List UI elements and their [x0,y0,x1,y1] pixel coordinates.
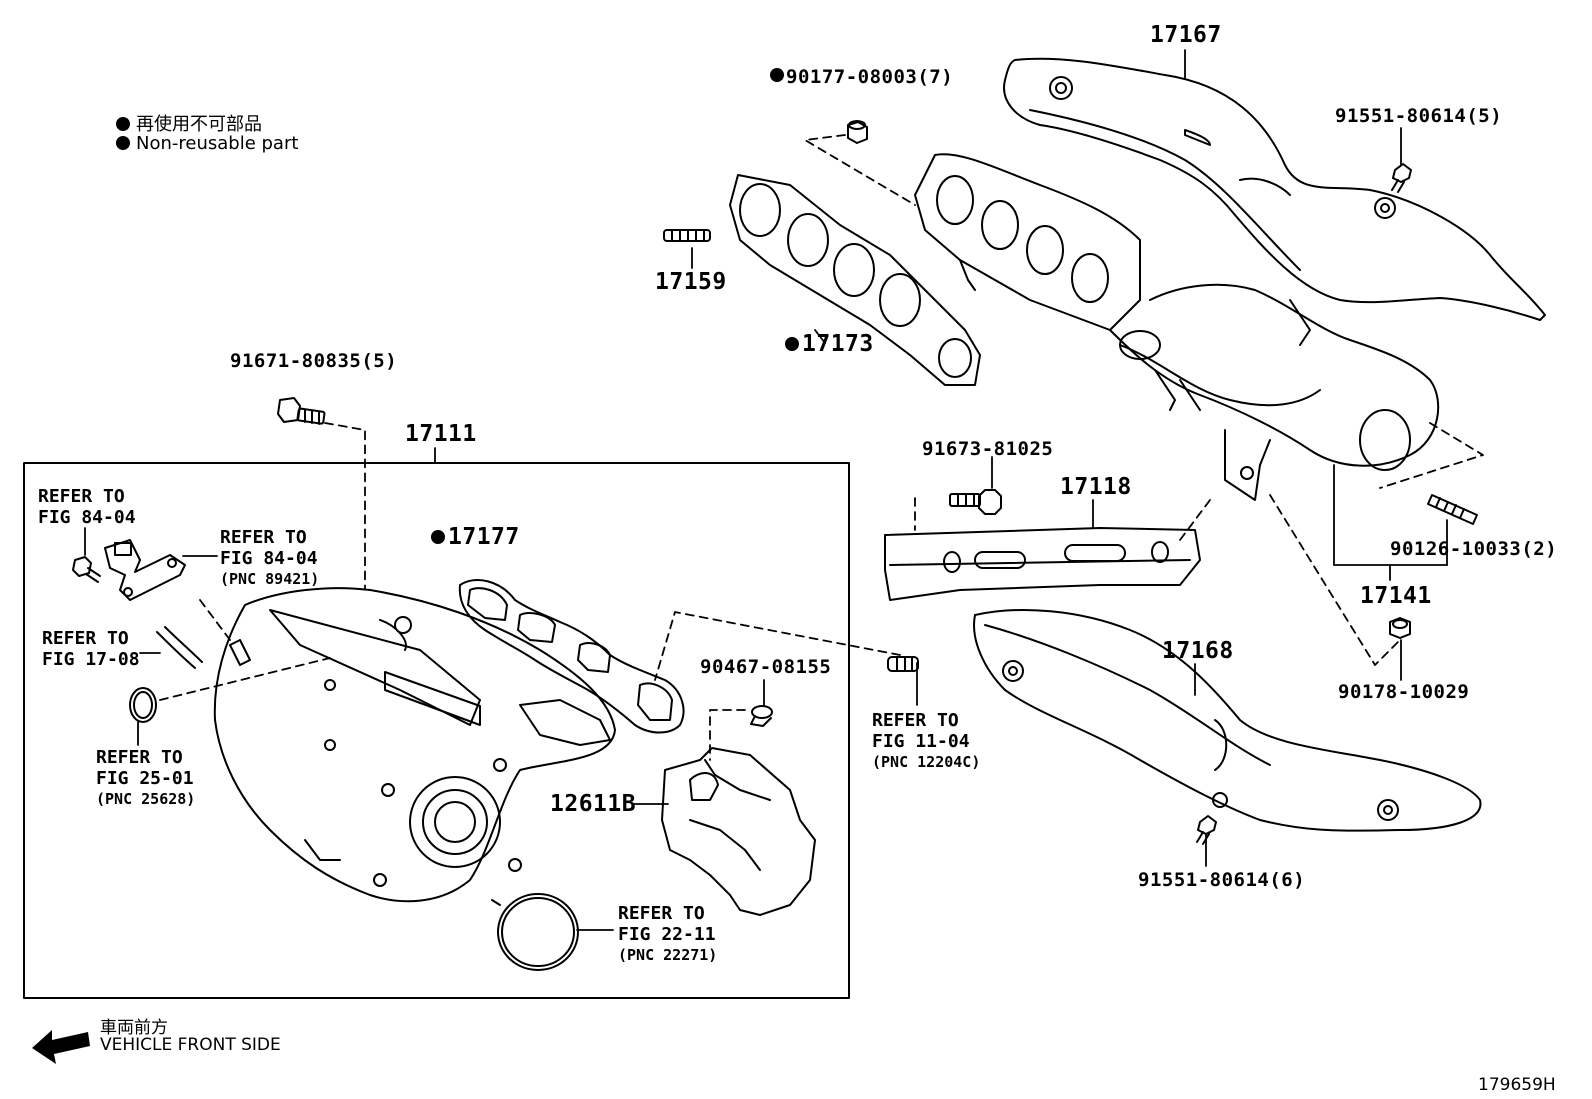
nut-90177 [847,120,868,144]
gasket-22-11 [491,893,579,971]
label-90126: 90126-10033(2) [1390,538,1558,560]
label-17141: 17141 [1360,583,1432,609]
bullet-icon [116,136,130,150]
label-17177: 17177 [448,524,520,550]
heat-insulator-17167 [1003,57,1546,321]
nonreusable-dot-17173 [785,337,799,351]
bolt-91551-lower [1196,815,1217,845]
direction-jp: 車両前方 [100,1018,168,1038]
exhaust-manifold-17141 [914,153,1440,501]
label-90467: 90467-08155 [700,656,832,678]
bolt-91551-upper [1391,163,1412,193]
gasket-17173 [729,174,981,386]
bolt-91671 [277,397,326,425]
stud-90126 [1427,494,1478,525]
label-90177: 90177-08003(7) [770,68,953,87]
front-arrow-icon [32,1030,90,1064]
label-17173: 17173 [802,331,874,357]
legend-jp: 再使用不可部品 [116,110,262,136]
bolt-91673 [949,489,1002,515]
label-17111: 17111 [405,421,477,447]
label-91551-upper: 91551-80614(5) [1335,105,1503,127]
label-17168: 17168 [1162,638,1234,664]
legend-en: Non-reusable part [116,133,298,154]
fitting-11-04 [887,656,919,672]
leader-lines [84,49,1448,931]
label-91673: 91673-81025 [922,438,1054,460]
label-90178: 90178-10029 [1338,681,1470,703]
sensor-89421 [104,539,186,601]
intake-manifold-17111 [213,587,616,903]
label-17159: 17159 [655,269,727,295]
intake-manifold-group-box [23,462,850,999]
nonreusable-dot-17177 [431,530,445,544]
hose-17-08 [156,626,203,669]
nut-90178 [1389,617,1411,639]
figure-id: 179659H [1478,1075,1556,1095]
gasket-17177 [458,579,685,734]
cover-12611B [661,747,816,916]
dashed-lines [159,134,1484,761]
bullet-icon [116,117,130,131]
direction-en: VEHICLE FRONT SIDE [100,1035,281,1055]
label-91671: 91671-80835(5) [230,350,398,372]
stud-17159 [663,229,711,242]
clamp-25-01 [129,687,157,723]
label-17167: 17167 [1150,22,1222,48]
label-91551-lower: 91551-80614(6) [1138,869,1306,891]
bolt-sensor [72,556,101,583]
nonreusable-dot-icon [770,68,784,82]
label-12611B: 12611B [550,791,637,817]
heat-insulator-17168 [973,609,1482,832]
bracket-17118 [884,527,1201,601]
label-17118: 17118 [1060,474,1132,500]
clip-90467 [750,705,773,727]
